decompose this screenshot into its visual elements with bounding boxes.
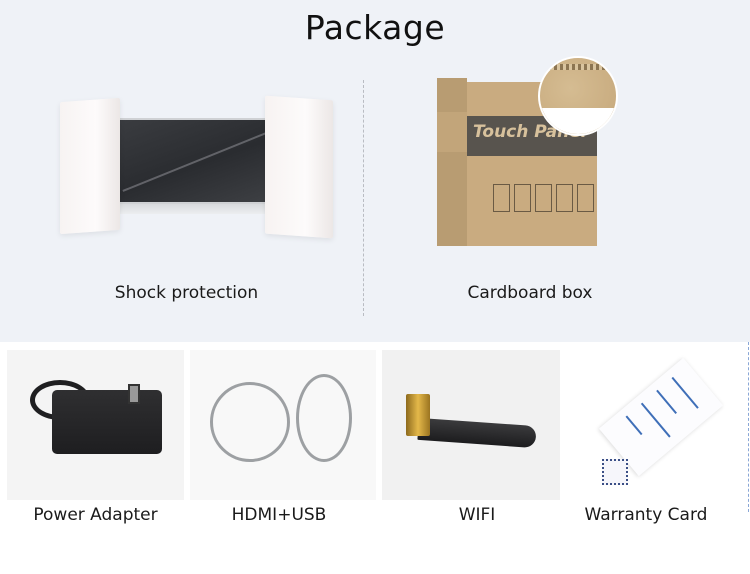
handling-symbols — [493, 184, 594, 212]
package-top-section: Package Touch Panel Shock protection Car… — [0, 0, 750, 342]
page-title: Package — [304, 8, 446, 47]
no-stack-icon — [514, 184, 531, 212]
card-text-line — [671, 376, 699, 409]
card-text-line — [625, 415, 643, 436]
card-text-line — [640, 402, 671, 438]
card-text-line — [656, 389, 677, 415]
package-contents-row — [0, 342, 750, 574]
hdmi-cable-icon — [210, 382, 290, 462]
caption-shock-protection: Shock protection — [114, 283, 259, 303]
caption-hdmi-usb: HDMI+USB — [231, 505, 327, 525]
fragile-icon — [493, 184, 510, 212]
caption-wifi: WIFI — [458, 505, 496, 525]
plug-prong-icon — [128, 384, 140, 404]
box-side-face — [437, 78, 467, 246]
caption-cardboard-box: Cardboard box — [467, 283, 593, 303]
edge-divider — [748, 342, 750, 512]
power-adapter-icon — [52, 390, 162, 454]
section-divider — [363, 80, 364, 316]
shock-protection-image — [60, 95, 340, 246]
foam-block-left — [60, 97, 120, 235]
corrugation-detail-icon — [538, 56, 618, 136]
caption-warranty-card: Warranty Card — [584, 505, 708, 525]
panel-edge-shape — [102, 204, 278, 214]
qc-stamp-icon — [602, 459, 628, 485]
foam-block-right — [265, 95, 333, 239]
usb-cable-icon — [296, 374, 352, 462]
box-band-side — [437, 112, 467, 152]
this-way-up-icon — [577, 184, 594, 212]
antenna-connector-icon — [406, 394, 430, 436]
caption-power-adapter: Power Adapter — [33, 505, 158, 525]
touch-panel-shape — [105, 118, 275, 204]
glass-icon — [535, 184, 552, 212]
keep-dry-icon — [556, 184, 573, 212]
